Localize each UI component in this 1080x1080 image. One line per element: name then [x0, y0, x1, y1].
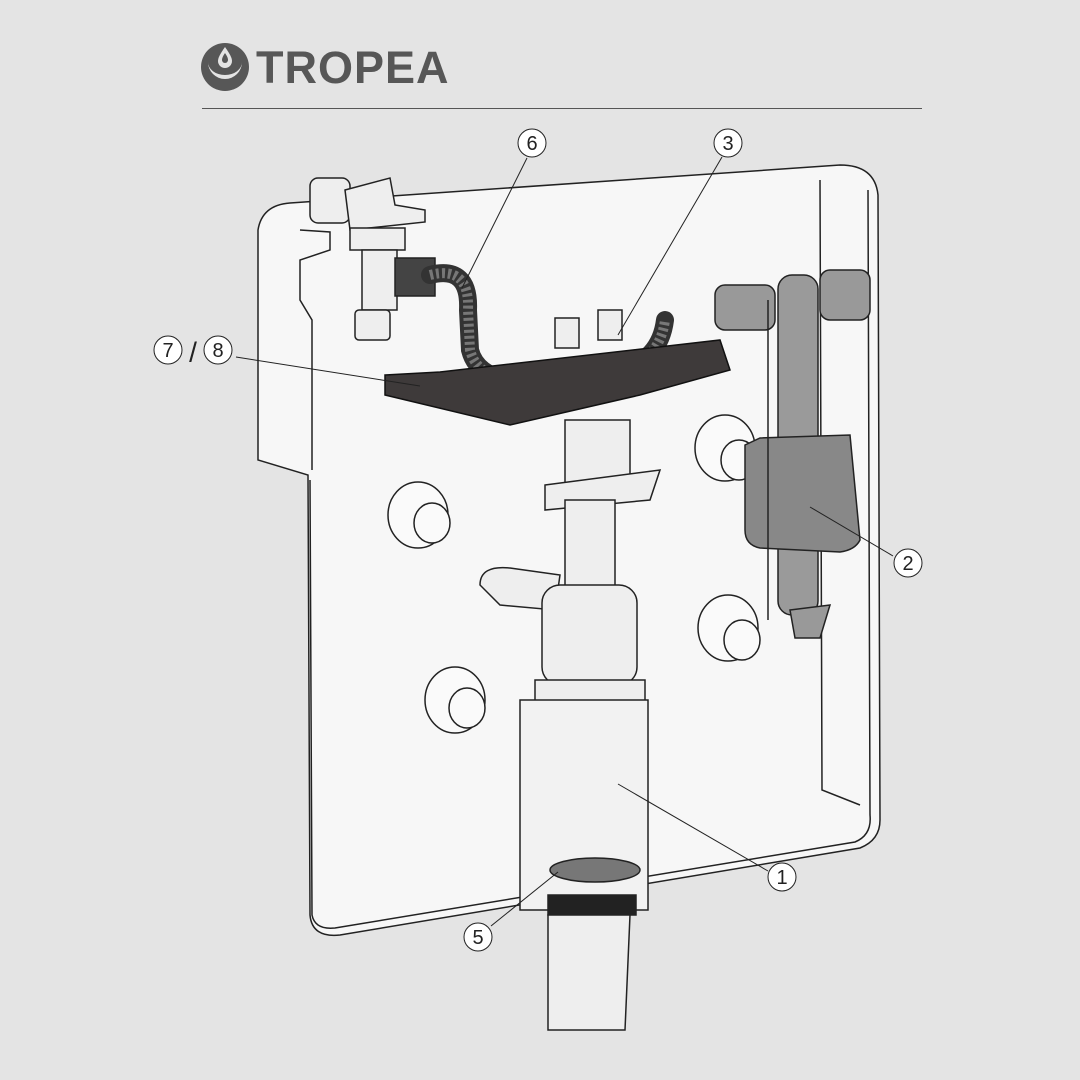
callout-3: 3 — [713, 128, 743, 158]
callout-8: 8 — [203, 335, 233, 365]
svg-text:2: 2 — [902, 553, 913, 575]
svg-text:7: 7 — [162, 340, 173, 362]
inlet-valve — [309, 177, 436, 341]
svg-text:8: 8 — [212, 340, 223, 362]
callout-separator: / — [189, 337, 197, 368]
svg-text:1: 1 — [776, 867, 787, 889]
callout-5: 5 — [463, 922, 493, 952]
brand-name: TROPEA — [256, 41, 450, 93]
svg-text:5: 5 — [472, 927, 483, 949]
callout-1: 1 — [767, 862, 797, 892]
fill-valve — [714, 269, 871, 639]
svg-text:3: 3 — [722, 133, 733, 155]
header-divider — [202, 108, 922, 109]
callout-6: 6 — [517, 128, 547, 158]
brand-logo: TROPEA — [200, 42, 450, 92]
callout-7: 7 — [153, 335, 183, 365]
leader-lines — [235, 156, 894, 927]
water-drop-circle-icon — [201, 43, 249, 91]
flush-valve — [479, 419, 662, 1031]
mounting-bracket — [384, 339, 731, 426]
callout-2: 2 — [893, 548, 923, 578]
svg-text:6: 6 — [526, 133, 537, 155]
